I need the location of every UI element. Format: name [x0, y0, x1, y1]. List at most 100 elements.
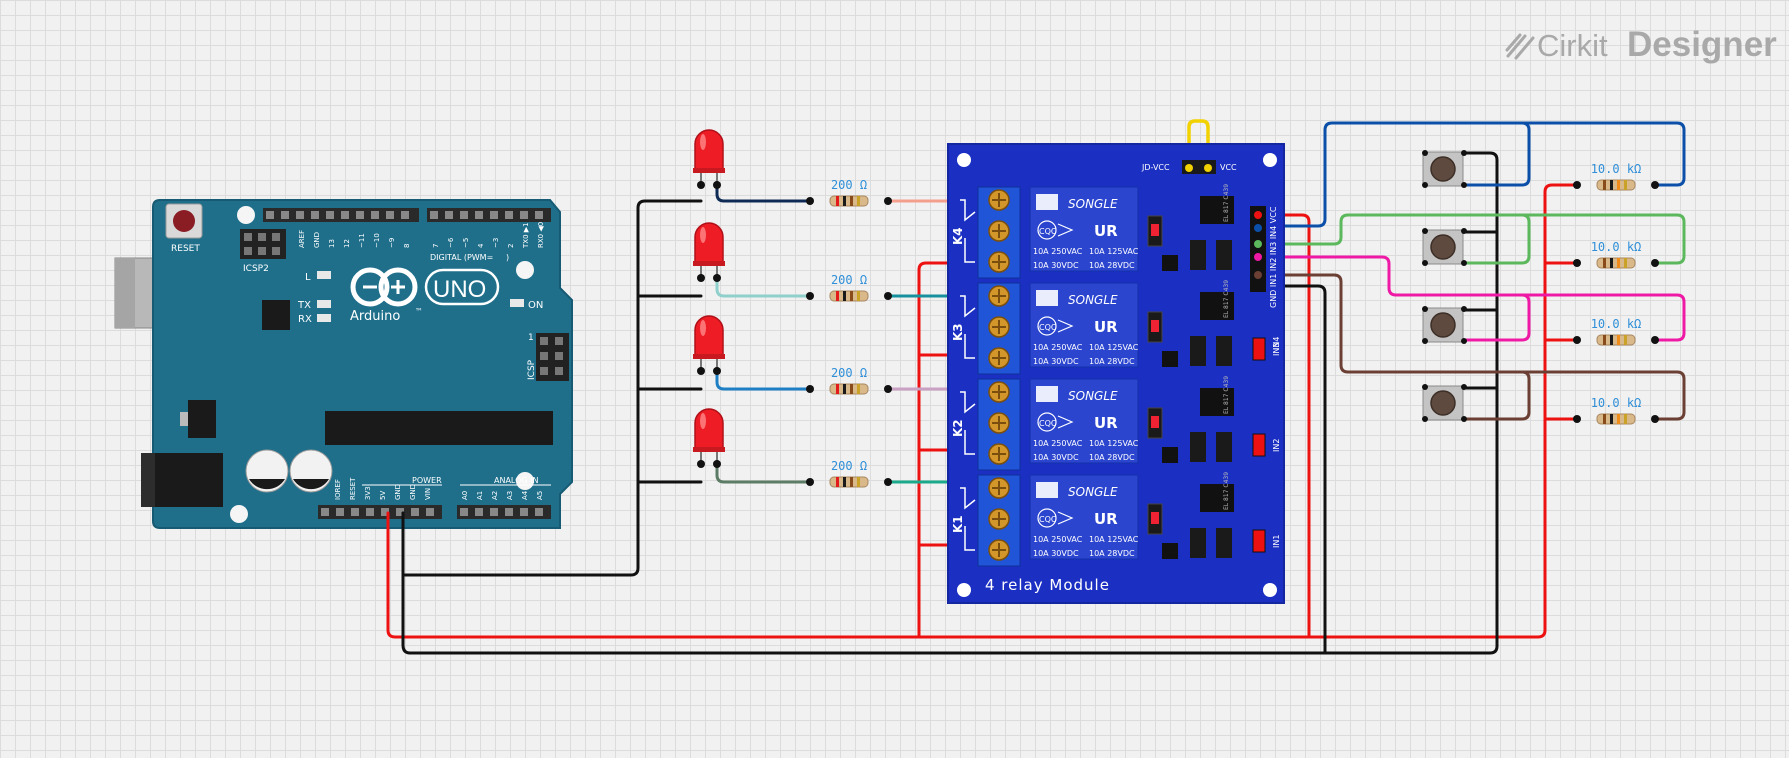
- header-pin[interactable]: [460, 508, 468, 516]
- resistor[interactable]: 200 Ω: [806, 178, 892, 207]
- resistor-pin[interactable]: [806, 385, 814, 393]
- button-pin[interactable]: [1422, 306, 1428, 312]
- pushbutton-group[interactable]: [1422, 150, 1467, 422]
- led-cathode-pin[interactable]: [697, 181, 705, 189]
- resistor-pin[interactable]: [806, 197, 814, 205]
- wire-5v-relay-vcc[interactable]: [1264, 213, 1311, 639]
- header-pin[interactable]: [311, 211, 319, 219]
- resistor-pin[interactable]: [1651, 181, 1659, 189]
- header-pin[interactable]: [366, 508, 374, 516]
- button-pin[interactable]: [1422, 228, 1428, 234]
- header-pin[interactable]: [336, 508, 344, 516]
- resistor-pin[interactable]: [806, 478, 814, 486]
- button-pin[interactable]: [1422, 260, 1428, 266]
- led-1[interactable]: [693, 129, 725, 189]
- power-header[interactable]: [318, 505, 442, 519]
- wire-in1-brown[interactable]: [1462, 370, 1531, 421]
- button-pin[interactable]: [1422, 416, 1428, 422]
- wire-in2-pink[interactable]: [1462, 293, 1531, 342]
- header-pin[interactable]: [401, 211, 409, 219]
- wire-led2-resistor[interactable]: [715, 273, 812, 298]
- pushbutton-2[interactable]: [1422, 228, 1467, 266]
- header-pin[interactable]: [356, 211, 364, 219]
- resistor[interactable]: 200 Ω: [806, 366, 892, 395]
- relay-module[interactable]: 4 relay Module JD-VCC VCC GND IN1 IN2 IN…: [947, 143, 1285, 604]
- header-pin[interactable]: [490, 211, 498, 219]
- led-cathode-pin[interactable]: [697, 367, 705, 375]
- wire-gnd-relay[interactable]: [1264, 284, 1327, 655]
- header-pin[interactable]: [475, 508, 483, 516]
- button-pin[interactable]: [1461, 384, 1467, 390]
- in4-pin[interactable]: [1254, 224, 1262, 232]
- wire-in4-blue[interactable]: [1264, 121, 1686, 228]
- analog-header[interactable]: [457, 505, 551, 519]
- resistor-pin[interactable]: [884, 385, 892, 393]
- wire-in1-brown[interactable]: [1264, 273, 1686, 421]
- header-pin[interactable]: [351, 508, 359, 516]
- wires[interactable]: [386, 119, 1686, 655]
- wire-in3-green[interactable]: [1462, 213, 1531, 265]
- led-anode-pin[interactable]: [713, 367, 721, 375]
- resistor-pin[interactable]: [1651, 415, 1659, 423]
- wire-gnd-led-bus[interactable]: [401, 199, 703, 577]
- led-cathode-pin[interactable]: [697, 274, 705, 282]
- wire-led4-resistor[interactable]: [715, 459, 812, 484]
- led-4[interactable]: [693, 408, 725, 468]
- button-pin[interactable]: [1422, 182, 1428, 188]
- header-pin[interactable]: [430, 211, 438, 219]
- header-pin[interactable]: [266, 211, 274, 219]
- header-pin[interactable]: [296, 211, 304, 219]
- led-cathode-pin[interactable]: [697, 460, 705, 468]
- button-pin[interactable]: [1461, 150, 1467, 156]
- in1-pin[interactable]: [1254, 271, 1262, 279]
- header-pin[interactable]: [505, 211, 513, 219]
- header-pin[interactable]: [475, 211, 483, 219]
- header-pin[interactable]: [520, 211, 528, 219]
- digital-header[interactable]: [263, 208, 551, 222]
- wire-gnd-bus[interactable]: [401, 151, 1499, 655]
- header-pin[interactable]: [490, 508, 498, 516]
- vcc-pin[interactable]: [1204, 164, 1212, 172]
- led-2[interactable]: [693, 222, 725, 282]
- button-pin[interactable]: [1422, 338, 1428, 344]
- in2-pin[interactable]: [1254, 253, 1262, 261]
- header-pin[interactable]: [381, 508, 389, 516]
- header-pin[interactable]: [326, 211, 334, 219]
- resistor[interactable]: 10.0 kΩ: [1573, 162, 1659, 191]
- resistor[interactable]: 200 Ω: [806, 273, 892, 302]
- button-pin[interactable]: [1461, 182, 1467, 188]
- led-group[interactable]: [693, 129, 725, 468]
- resistor-pin[interactable]: [884, 292, 892, 300]
- resistor-pin[interactable]: [884, 478, 892, 486]
- resistor-pin[interactable]: [1573, 259, 1581, 267]
- pushbutton-4[interactable]: [1422, 384, 1467, 422]
- vcc-in-pin[interactable]: [1254, 211, 1262, 219]
- header-pin[interactable]: [535, 211, 543, 219]
- header-pin[interactable]: [371, 211, 379, 219]
- header-pin[interactable]: [445, 211, 453, 219]
- led-anode-pin[interactable]: [713, 274, 721, 282]
- resistor[interactable]: 10.0 kΩ: [1573, 396, 1659, 425]
- button-pin[interactable]: [1461, 338, 1467, 344]
- button-pin[interactable]: [1461, 260, 1467, 266]
- resistor[interactable]: 10.0 kΩ: [1573, 240, 1659, 269]
- header-pin[interactable]: [505, 508, 513, 516]
- wire-5v-button[interactable]: [917, 261, 1000, 639]
- header-pin[interactable]: [396, 508, 404, 516]
- resistor[interactable]: 10.0 kΩ: [1573, 317, 1659, 346]
- resistor-pin[interactable]: [1651, 259, 1659, 267]
- header-pin[interactable]: [535, 508, 543, 516]
- resistor-pin[interactable]: [1651, 336, 1659, 344]
- header-pin[interactable]: [460, 211, 468, 219]
- resistor-pin[interactable]: [1573, 336, 1581, 344]
- button-pin[interactable]: [1461, 416, 1467, 422]
- reset-button[interactable]: [165, 203, 203, 239]
- resistor-pin[interactable]: [806, 292, 814, 300]
- gnd-in-pin[interactable]: [1254, 282, 1262, 290]
